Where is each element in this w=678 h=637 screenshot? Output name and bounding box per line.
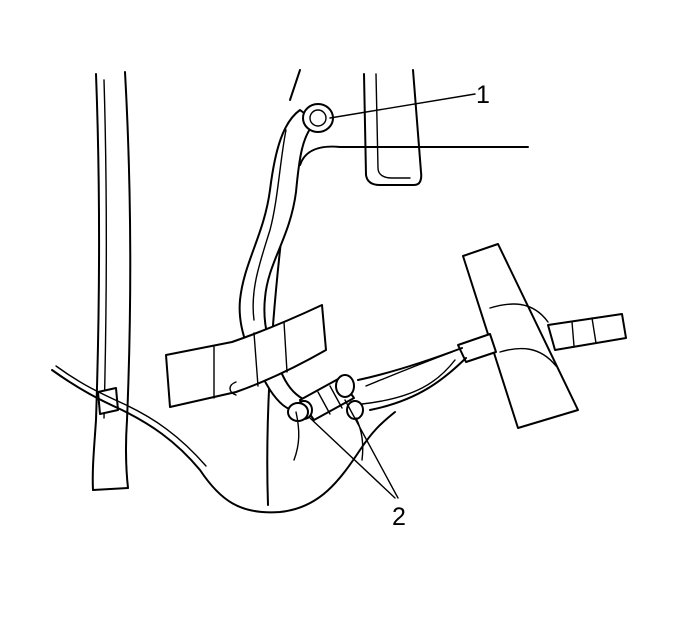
right-tape-strip [462,243,579,429]
pillar-clip [97,387,119,415]
inline-connector [287,374,364,422]
left-tape-strip [165,304,327,408]
callout-2-leader [309,399,399,499]
callout-2-label: 2 [392,503,406,531]
callout-1-leader [329,93,476,119]
callout-1-label: 1 [476,81,490,109]
routing-wire [51,365,396,514]
right-harness-branch [457,313,627,363]
upper-grommet [302,103,334,133]
upper-bracket [363,69,423,186]
split-wires [357,347,467,411]
pillar-trim [91,71,132,491]
